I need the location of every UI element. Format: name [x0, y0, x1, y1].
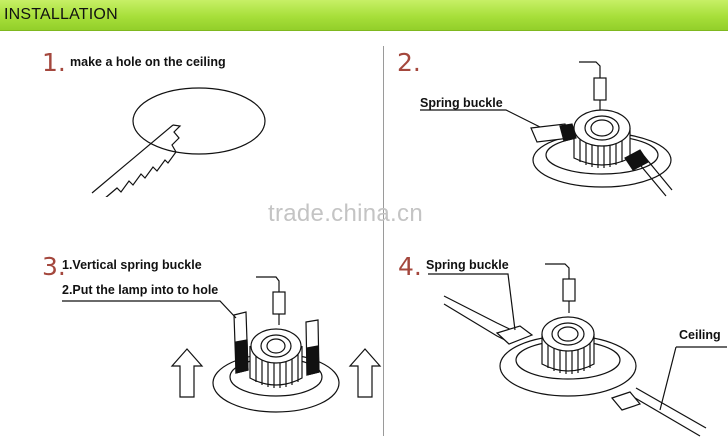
- step-4-ceiling-label: Ceiling: [679, 328, 721, 342]
- step-1-label: make a hole on the ceiling: [70, 55, 226, 69]
- ceiling-leader: [659, 346, 727, 411]
- arrow-up-left-icon: [170, 348, 204, 398]
- header-bar: INSTALLATION: [0, 0, 728, 31]
- spring-buckle-left: [495, 325, 534, 345]
- spring-buckle-right: [610, 391, 642, 411]
- panel-divider: [383, 46, 384, 436]
- step-2-spring-buckle-label: Spring buckle: [420, 96, 503, 110]
- lamp-wire: [256, 276, 286, 325]
- lamp-wire: [579, 61, 607, 112]
- vertical-spring-buckle-right: [305, 319, 320, 376]
- step-3-label-vertical-spring-buckle: 1.Vertical spring buckle: [62, 258, 202, 272]
- step-2-illustration: [420, 61, 673, 197]
- step-1-illustration: [91, 87, 266, 200]
- step-1-number: 1.: [42, 48, 66, 77]
- vertical-spring-buckle-left: [233, 311, 249, 374]
- spring-buckle-right: [624, 149, 673, 197]
- saw-icon: [91, 124, 182, 200]
- spring-buckle-leader: [428, 273, 516, 331]
- spring-buckle-left: [530, 123, 577, 143]
- step-4-number: 4.: [398, 252, 422, 281]
- page-title: INSTALLATION: [4, 6, 118, 23]
- spring-buckle-leader: [420, 109, 541, 128]
- lamp-wire: [545, 263, 576, 313]
- arrow-up-right-icon: [348, 348, 382, 398]
- step-3-illustration: [62, 276, 382, 413]
- step-4-spring-buckle-label: Spring buckle: [426, 258, 509, 272]
- vertical-buckle-leader: [62, 300, 237, 319]
- step-4-illustration: [428, 263, 727, 437]
- step-2-number: 2.: [397, 48, 421, 77]
- step-3-label-put-lamp: 2.Put the lamp into to hole: [62, 283, 219, 297]
- step-3-number: 3.: [42, 252, 66, 281]
- watermark: trade.china.cn: [268, 200, 423, 227]
- ceiling-hole: [132, 87, 266, 155]
